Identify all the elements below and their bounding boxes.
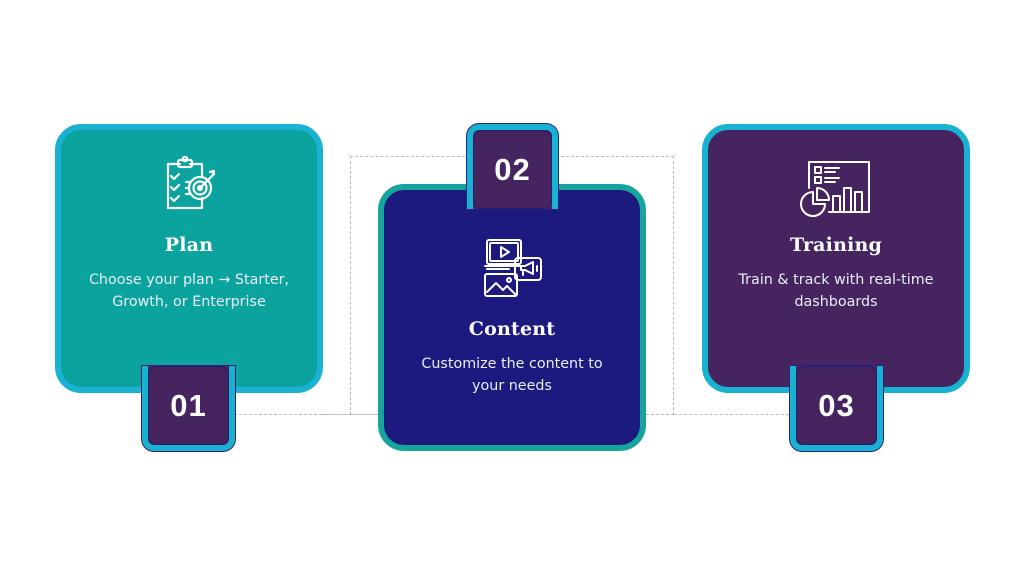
step-description-line: Train & track with real-time: [738, 272, 934, 288]
step-description-line: Growth, or Enterprise: [112, 294, 266, 310]
step-card-plan: Plan Choose your plan → Starter, Growth,…: [55, 124, 323, 393]
step-number: 03: [818, 387, 855, 423]
step-card-content: Content Customize the content to your ne…: [378, 184, 646, 451]
connector-line-2-3: [674, 414, 794, 415]
step-description-line: Choose your plan → Starter,: [88, 272, 290, 288]
step-description-line: dashboards: [794, 294, 878, 310]
clipboard-target-icon: [166, 155, 216, 210]
badge-frame: [473, 130, 552, 209]
step-number: 02: [494, 151, 531, 187]
media-content-icon: [484, 239, 542, 297]
step-description-line: Customize the content to: [421, 356, 603, 372]
step-description: Train & track with real-time dashboards: [739, 269, 934, 313]
step-number-badge: 03: [790, 366, 883, 451]
step-card-training: Training Train & track with real-time da…: [702, 124, 970, 393]
step-title: Training: [789, 234, 883, 256]
step-title: Plan: [164, 234, 214, 256]
connector-line-1-bottom: [234, 414, 352, 415]
step-number-badge: 01: [142, 366, 235, 451]
step-description-line: your needs: [472, 378, 552, 394]
badge-frame: [796, 366, 877, 445]
step-description: Choose your plan → Starter, Growth, or E…: [89, 269, 289, 313]
step-number-badge: 02: [467, 124, 558, 209]
badge-frame: [148, 366, 229, 445]
step-number: 01: [170, 387, 207, 423]
dashboard-analytics-icon: [800, 161, 870, 217]
step-title: Content: [468, 318, 556, 340]
step-description: Customize the content to your needs: [421, 353, 602, 397]
